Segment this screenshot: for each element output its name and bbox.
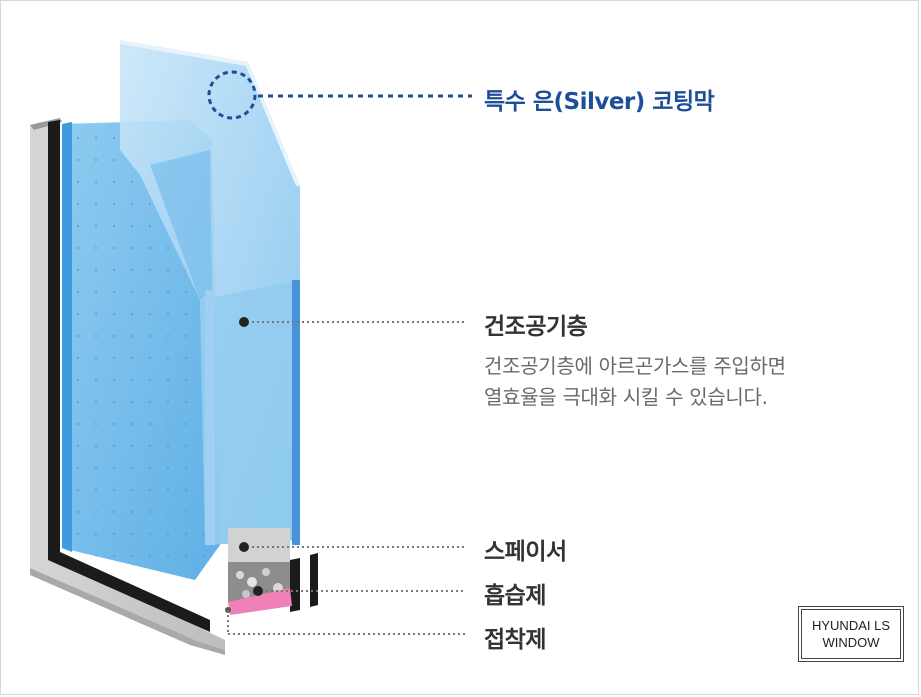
dry-air-description-line1: 건조공기층에 아르곤가스를 주입하면 (484, 354, 786, 378)
dry-air-layer-label: 건조공기층 (484, 314, 588, 340)
adhesive-label: 접착제 (484, 627, 546, 653)
dry-air-description-line2: 열효율을 극대화 시킬 수 있습니다. (484, 385, 768, 409)
spacer-label: 스페이서 (484, 539, 567, 565)
adhesive-callout (225, 607, 466, 635)
dry-air-description: 건조공기층에 아르곤가스를 주입하면 열효율을 극대화 시킬 수 있습니다. (484, 351, 786, 413)
logo-line2: WINDOW (822, 635, 880, 650)
black-seal (48, 120, 318, 632)
desiccant-label: 흡습제 (484, 583, 546, 609)
front-glass-pane (120, 40, 300, 545)
silver-coating-callout (207, 70, 472, 120)
company-logo-inner: HYUNDAI LS WINDOW (801, 609, 901, 659)
logo-line1: HYUNDAI LS (811, 618, 891, 633)
company-logo: HYUNDAI LS WINDOW (798, 606, 904, 662)
spacer-block (228, 528, 290, 562)
dry-air-callout (239, 317, 466, 327)
adhesive-block (228, 588, 292, 615)
silver-coating-label: 특수 은(Silver) 코팅막 (484, 89, 715, 115)
desiccant-callout (253, 586, 466, 596)
spacer-callout (239, 542, 466, 552)
